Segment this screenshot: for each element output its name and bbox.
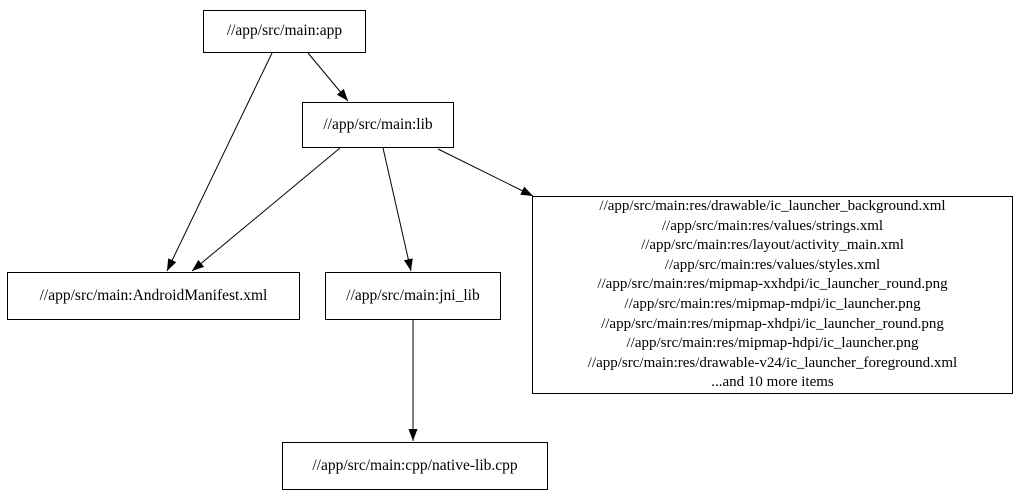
node-android-manifest-label: //app/src/main:AndroidManifest.xml	[39, 286, 268, 304]
edge-app-to-manifest	[166, 52, 273, 272]
edge-lib-to-res-group	[437, 148, 534, 197]
node-native-lib-cpp: //app/src/main:cpp/native-lib.cpp	[282, 442, 548, 490]
res-item: //app/src/main:res/drawable/ic_launcher_…	[599, 198, 946, 215]
res-item: //app/src/main:res/drawable-v24/ic_launc…	[587, 354, 958, 371]
node-android-manifest: //app/src/main:AndroidManifest.xml	[7, 272, 300, 320]
node-app-label: //app/src/main:app	[226, 22, 343, 40]
node-res-group: //app/src/main:res/drawable/ic_launcher_…	[532, 196, 1013, 394]
res-item: //app/src/main:res/mipmap-hdpi/ic_launch…	[626, 335, 919, 352]
node-lib-label: //app/src/main:lib	[323, 115, 433, 133]
res-item: //app/src/main:res/mipmap-xhdpi/ic_launc…	[601, 315, 944, 332]
res-item: //app/src/main:res/values/strings.xml	[661, 217, 884, 234]
edge-lib-to-jni-lib	[382, 147, 413, 272]
node-lib: //app/src/main:lib	[302, 102, 454, 148]
node-app: //app/src/main:app	[203, 10, 366, 53]
node-jni-lib-label: //app/src/main:jni_lib	[346, 286, 480, 304]
res-item: //app/src/main:res/mipmap-xxhdpi/ic_laun…	[597, 276, 948, 293]
res-item: //app/src/main:res/layout/activity_main.…	[641, 237, 904, 254]
node-native-lib-cpp-label: //app/src/main:cpp/native-lib.cpp	[312, 456, 518, 474]
node-jni-lib: //app/src/main:jni_lib	[325, 272, 501, 320]
res-item: //app/src/main:res/values/styles.xml	[664, 256, 881, 273]
res-item: //app/src/main:res/mipmap-mdpi/ic_launch…	[624, 296, 921, 312]
res-more-items: ...and 10 more items	[711, 374, 834, 391]
edge-lib-to-manifest	[191, 147, 341, 272]
edge-app-to-lib	[307, 52, 349, 102]
